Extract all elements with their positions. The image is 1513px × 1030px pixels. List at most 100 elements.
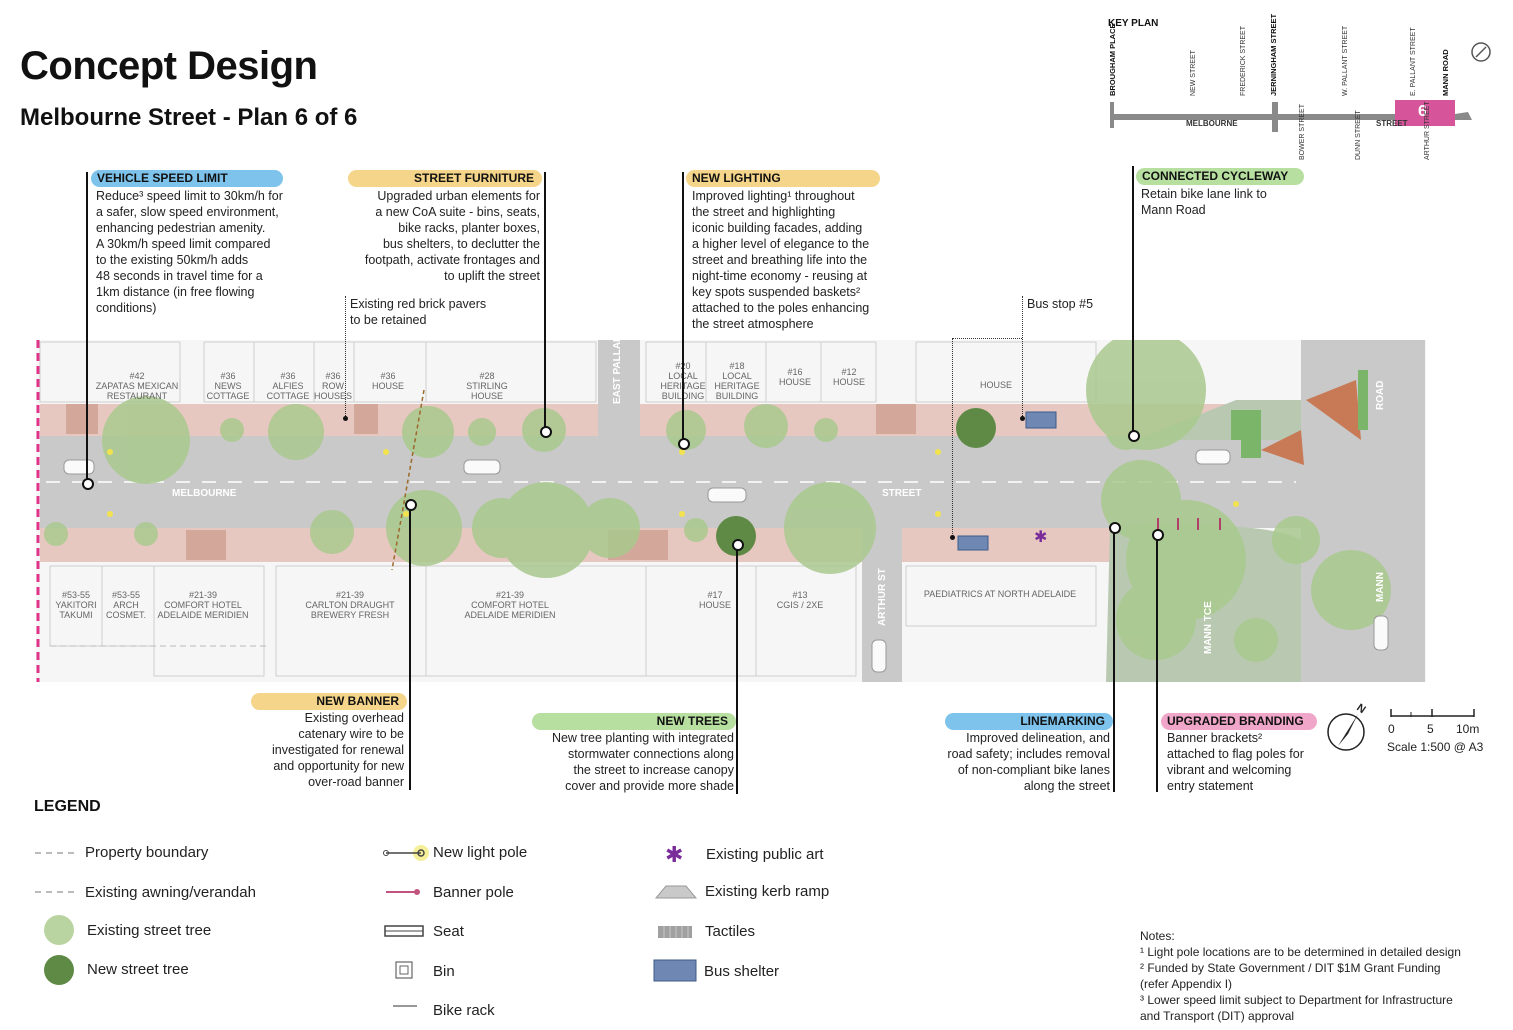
note-line: (refer Appendix I)	[1140, 977, 1233, 991]
key-plan-highlight	[1395, 100, 1455, 126]
note-line: ¹ Light pole locations are to be determi…	[1140, 945, 1461, 959]
legend-item-public-art: Existing public art	[706, 846, 824, 863]
kerb-ramp-icon	[654, 885, 698, 899]
kp-street-bottom-0: BOWER STREET	[1299, 103, 1306, 160]
kp-street-top-2: FREDERICK STREET	[1240, 25, 1247, 96]
legend-item-tactiles: Tactiles	[705, 923, 756, 940]
leader-line	[952, 338, 953, 538]
site-plan: ✱	[36, 340, 1426, 682]
key-plan-road	[1110, 114, 1455, 120]
legend-item-kerb-ramp: Existing kerb ramp	[705, 883, 830, 900]
bus-shelter-north	[1025, 411, 1057, 429]
key-plan-label: KEY PLAN	[1108, 18, 1159, 29]
existing-tree-icon	[44, 915, 74, 945]
north-footpath	[40, 404, 1260, 440]
callout-marker	[950, 535, 955, 540]
leader-line	[736, 546, 738, 794]
street-label-mann: MANN	[1375, 572, 1386, 602]
notes-title: Notes:	[1140, 929, 1175, 943]
street-label-arthur: ARTHUR ST	[877, 568, 888, 626]
legend-item-property-boundary: Property boundary	[85, 844, 209, 861]
tag-connected-cycleway: CONNECTED CYCLEWAY	[1136, 168, 1304, 185]
leader-line	[409, 506, 411, 790]
scale-tick-5: 5	[1427, 722, 1434, 736]
notes-block: Notes: ¹ Light pole locations are to be …	[1140, 928, 1500, 1024]
leader-line	[1022, 296, 1023, 418]
tag-new-banner: NEW BANNER	[251, 693, 407, 710]
tag-new-trees: NEW TREES	[532, 713, 736, 730]
street-label-east-pallant: EAST PALLANT ST	[612, 313, 623, 404]
note-line: and Transport (DIT) approval	[1140, 1009, 1295, 1023]
bus-shelter-icon	[653, 959, 697, 982]
note-bus-stop: Bus stop #5	[1027, 297, 1094, 311]
leader-line	[345, 296, 346, 416]
callout-marker	[82, 478, 94, 490]
callout-marker	[540, 426, 552, 438]
leader-line	[1156, 536, 1158, 792]
kp-street-bottom-2: ARTHUR STREET	[1424, 101, 1431, 160]
tag-upgraded-branding: UPGRADED BRANDING	[1161, 713, 1317, 730]
legend-item-bus-shelter: Bus shelter	[704, 963, 780, 980]
kp-street-top-5: E. PALLANT STREET	[1410, 27, 1417, 96]
tag-new-lighting: NEW LIGHTING	[686, 170, 880, 187]
leader-line	[86, 172, 88, 480]
scale-text: Scale 1:500 @ A3	[1387, 740, 1484, 754]
building-label: PAEDIATRICS AT NORTH ADELAIDE	[923, 589, 1077, 599]
legend-item-seat: Seat	[433, 923, 464, 940]
key-plan-road-label-1: MELBOURNE	[1186, 119, 1238, 128]
public-art-icon: ✱	[1034, 527, 1047, 546]
callout-marker	[1109, 522, 1121, 534]
callout-marker	[1152, 529, 1164, 541]
legend-item-banner-pole: Banner pole	[433, 884, 514, 901]
kp-street-top-3: JERNINGHAM STREET	[1269, 13, 1278, 96]
legend-item-light-pole: New light pole	[433, 844, 528, 861]
road-label-street: STREET	[882, 488, 922, 499]
key-plan-north-icon	[1471, 42, 1491, 62]
legend-item-new-tree: New street tree	[87, 961, 189, 978]
tag-street-furniture: STREET FURNITURE	[348, 170, 542, 187]
new-tree	[716, 516, 756, 556]
callout-marker	[678, 438, 690, 450]
legend-symbols-col2	[383, 845, 429, 1007]
callout-marker	[1128, 430, 1140, 442]
key-plan-number: 6	[1418, 103, 1427, 120]
note-line: ² Funded by State Government / DIT $1M G…	[1140, 961, 1441, 975]
scale-tick-0: 0	[1388, 722, 1395, 736]
tactiles-icon	[658, 926, 692, 938]
legend-item-bike-rack: Bike rack	[433, 1002, 495, 1019]
road-label-melbourne: MELBOURNE	[172, 488, 237, 499]
page-subtitle: Melbourne Street - Plan 6 of 6	[20, 104, 358, 131]
leader-line	[1113, 530, 1115, 792]
key-plan-road-label-2: STREET	[1376, 119, 1408, 128]
callout-marker	[405, 499, 417, 511]
key-plan-map	[1110, 42, 1491, 132]
note-line: ³ Lower speed limit subject to Departmen…	[1140, 993, 1453, 1007]
callout-marker	[1020, 416, 1025, 421]
legend-item-awning: Existing awning/verandah	[85, 884, 256, 901]
kp-street-top-4: W. PALLANT STREET	[1342, 25, 1349, 96]
leader-line	[682, 172, 684, 440]
scale-bar	[1390, 709, 1475, 717]
callout-marker	[343, 416, 348, 421]
new-tree	[956, 408, 996, 448]
